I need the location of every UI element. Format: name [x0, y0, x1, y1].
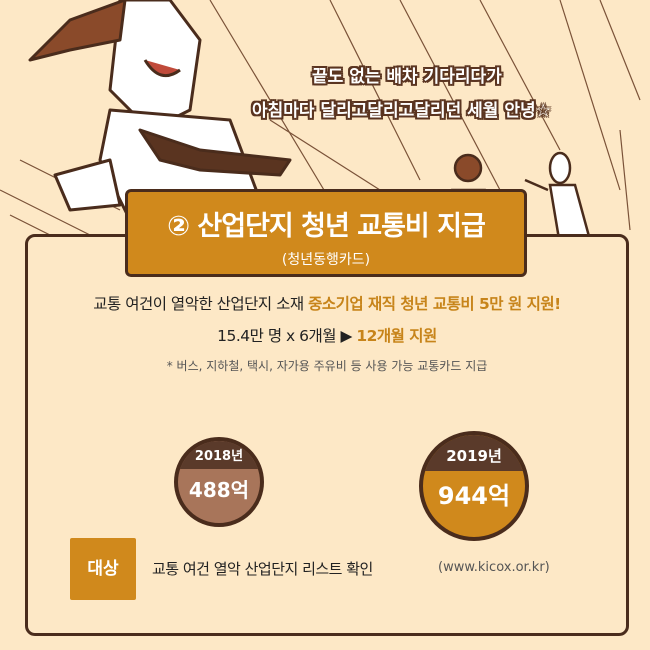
speed-lines [0, 0, 641, 266]
title-banner: ② 산업단지 청년 교통비 지급 (청년동행카드) [125, 189, 527, 277]
target-badge: 대상 [70, 538, 136, 600]
target-description: 교통 여건 열악 산업단지 리스트 확인 [152, 560, 373, 578]
kicox-link[interactable]: (www.kicox.or.kr) [438, 560, 550, 575]
description-highlight: 중소기업 재직 청년 교통비 5만 원 지원! [308, 295, 561, 313]
budget-2018-badge: 2018년 488억 [174, 437, 264, 527]
small-person-2 [524, 151, 592, 247]
description-plain: 15.4만 명 x 6개월 ▶ [217, 327, 357, 345]
description-highlight: 12개월 지원 [356, 327, 437, 345]
handwritten-caption-line1: 끝도 없는 배차 기다리다가 [312, 67, 502, 87]
description-plain: 교통 여건이 열악한 산업단지 소재 [93, 295, 309, 313]
description-line1: 교통 여건이 열악한 산업단지 소재 중소기업 재직 청년 교통비 5만 원 지… [25, 292, 629, 314]
description-line2: 15.4만 명 x 6개월 ▶ 12개월 지원 [25, 324, 629, 346]
budget-amount: 488억 [188, 478, 250, 502]
budget-amount: 944억 [437, 482, 511, 510]
footnote: * 버스, 지하철, 택시, 자가용 주유비 등 사용 가능 교통카드 지급 [166, 359, 488, 373]
page-subtitle: (청년동행카드) [281, 252, 371, 268]
budget-2019-badge: 2019년 944억 [419, 431, 529, 541]
page-title: ② 산업단지 청년 교통비 지급 [167, 211, 486, 242]
handwritten-caption-line2: 아침마다 달리고달리고달리던 세월 안녕☆ [252, 101, 551, 121]
running-man [28, 0, 292, 222]
